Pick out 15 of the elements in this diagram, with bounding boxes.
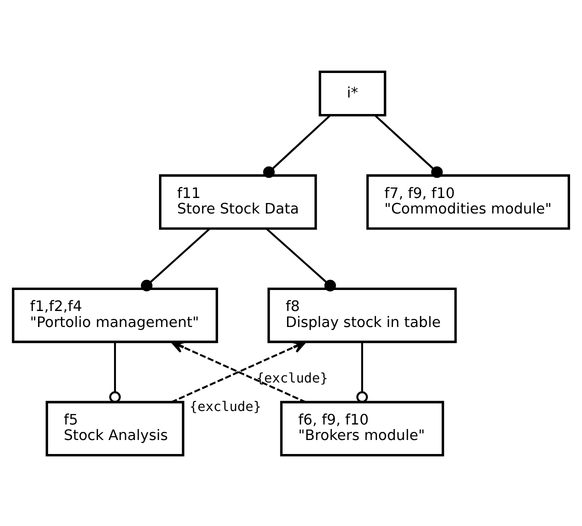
connector (263, 114, 331, 178)
connector (374, 114, 443, 178)
connector (140, 227, 210, 291)
connector (356, 342, 368, 402)
edge-label: {exclude} (189, 400, 262, 415)
node-box: f5 Stock Analysis (46, 400, 184, 456)
node-box: i* (318, 70, 386, 116)
node-box: f1,f2,f4 "Portolio management" (12, 287, 218, 343)
node-box: f8 Display stock in table (268, 287, 457, 343)
connector (266, 227, 336, 291)
node-box: f6, f9, f10 "Brokers module" (280, 400, 444, 456)
edge-label: {exclude} (256, 371, 328, 386)
node-box: f7, f9, f10 "Commodities module" (366, 174, 570, 230)
connector (109, 342, 121, 402)
node-box: f11 Store Stock Data (159, 174, 317, 230)
